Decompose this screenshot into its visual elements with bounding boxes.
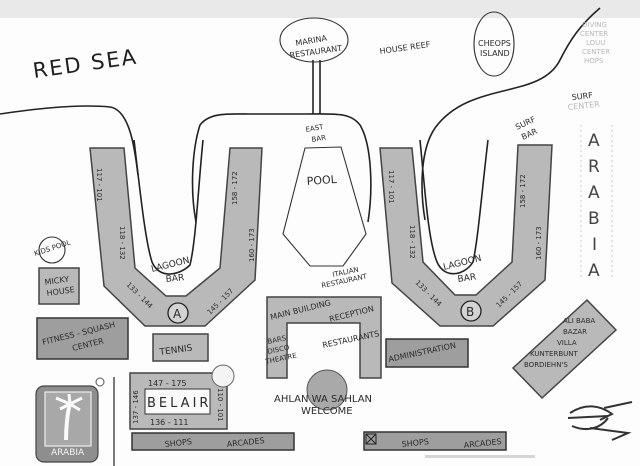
svg-text:A: A: [588, 183, 600, 203]
svg-text:BAR: BAR: [165, 273, 185, 285]
svg-text:117 - 101: 117 - 101: [387, 170, 395, 204]
diving-center[interactable]: DIVING CENTER LOUU CENTER HOPS: [580, 21, 610, 65]
svg-text:118 - 132: 118 - 132: [408, 225, 416, 259]
svg-text:LAGOON: LAGOON: [150, 256, 190, 275]
svg-text:ALI BABA: ALI BABA: [563, 317, 595, 325]
svg-text:CENTER: CENTER: [567, 100, 600, 112]
lagoon-a-outline: [133, 139, 204, 275]
sun-icon: [95, 377, 105, 387]
svg-text:ISLAND: ISLAND: [480, 49, 510, 58]
svg-text:158 - 172: 158 - 172: [519, 174, 527, 208]
svg-text:B: B: [588, 209, 600, 229]
svg-text:ARABIA: ARABIA: [51, 448, 85, 458]
shops-arcades-right[interactable]: SHOPS ARCADES: [363, 431, 507, 451]
svg-text:B: B: [466, 305, 474, 319]
arabia-logo: ARABIA: [35, 377, 105, 463]
trident-logo-icon: [567, 401, 633, 441]
administration[interactable]: ADMINISTRATION: [385, 338, 469, 368]
svg-text:A: A: [173, 307, 182, 321]
svg-text:CHEOPS: CHEOPS: [478, 39, 511, 48]
svg-text:CENTER: CENTER: [580, 30, 608, 38]
svg-text:SHOPS: SHOPS: [401, 437, 429, 449]
svg-text:R: R: [588, 157, 600, 177]
wing-b[interactable]: 117 - 101 118 - 132 133 - 144 145 - 157 …: [379, 144, 553, 327]
svg-text:WELCOME: WELCOME: [301, 406, 353, 417]
svg-text:ARCADES: ARCADES: [226, 436, 265, 449]
arabia-vertical-label: A R A B I A: [580, 125, 613, 281]
marker-b[interactable]: B: [460, 300, 482, 322]
svg-text:160 - 173: 160 - 173: [535, 226, 543, 260]
kids-pool[interactable]: KIDS POOL: [33, 236, 72, 264]
lagoon-b-outline: [419, 139, 489, 275]
wing-a[interactable]: 117 - 101 118 - 132 133 - 144 145 - 157 …: [89, 147, 263, 327]
svg-text:EAST: EAST: [305, 123, 325, 134]
svg-text:158 - 172: 158 - 172: [231, 171, 239, 205]
marker-a[interactable]: A: [167, 302, 189, 324]
svg-text:POOL: POOL: [306, 173, 338, 188]
svg-text:TENNIS: TENNIS: [158, 343, 193, 358]
svg-text:160 - 173: 160 - 173: [248, 228, 256, 262]
svg-text:136 - 111: 136 - 111: [150, 418, 189, 427]
svg-text:137 - 146: 137 - 146: [132, 390, 140, 424]
svg-text:LAGOON: LAGOON: [442, 254, 482, 273]
palm-leaves-icon: [55, 393, 83, 412]
sea-label: RED SEA: [31, 44, 139, 82]
svg-text:VILLA: VILLA: [557, 339, 577, 347]
shops-arcades-left[interactable]: SHOPS ARCADES: [131, 432, 295, 451]
tennis-court[interactable]: TENNIS: [152, 333, 209, 362]
cheops-island[interactable]: CHEOPS ISLAND: [473, 11, 515, 77]
svg-text:117 - 101: 117 - 101: [95, 168, 103, 202]
svg-text:MICKY: MICKY: [44, 275, 70, 287]
svg-text:110 - 101: 110 - 101: [216, 388, 224, 422]
svg-text:KIDS POOL: KIDS POOL: [33, 239, 72, 258]
svg-text:A: A: [588, 131, 600, 151]
house-reef-label: HOUSE REEF: [379, 40, 431, 56]
svg-text:147 - 175: 147 - 175: [148, 379, 187, 388]
svg-text:BAZAR: BAZAR: [563, 328, 587, 336]
svg-text:BORDIEHN'S: BORDIEHN'S: [524, 361, 568, 369]
svg-text:SURF: SURF: [571, 91, 593, 102]
belair-title: BELAIR: [147, 396, 211, 411]
pool[interactable]: POOL: [282, 146, 367, 267]
svg-text:BAR: BAR: [457, 272, 477, 284]
svg-text:I: I: [592, 235, 597, 255]
scan-shadow: [0, 0, 640, 18]
main-building[interactable]: MAIN BUILDING RECEPTION BARS DISCO THEAT…: [264, 296, 382, 379]
svg-text:KUNTERBUNT: KUNTERBUNT: [530, 350, 578, 358]
svg-text:BARS: BARS: [267, 334, 288, 346]
svg-text:AHLAN WA SAHLAN: AHLAN WA SAHLAN: [274, 394, 372, 405]
svg-text:A: A: [588, 261, 600, 281]
svg-text:CENTER: CENTER: [582, 48, 610, 56]
lagoon-bar-b[interactable]: LAGOON BAR: [442, 254, 482, 285]
svg-text:DIVING: DIVING: [582, 21, 607, 29]
svg-text:LOUU: LOUU: [586, 39, 605, 47]
surf-center[interactable]: SURF CENTER: [567, 91, 600, 112]
ali-baba-bazar[interactable]: ALI BABA BAZAR VILLA KUNTERBUNT BORDIEHN…: [511, 298, 618, 400]
belair[interactable]: BELAIR 147 - 175 137 - 146 110 - 101 136…: [129, 364, 235, 430]
svg-text:BAR: BAR: [311, 134, 327, 144]
marina-restaurant[interactable]: MARINA RESTAURANT: [279, 17, 349, 63]
svg-text:118 - 132: 118 - 132: [118, 226, 126, 260]
welcome-point[interactable]: AHLAN WA SAHLAN WELCOME: [274, 369, 372, 417]
svg-text:SHOPS: SHOPS: [164, 437, 192, 449]
svg-text:HOPS: HOPS: [584, 57, 604, 65]
italian-restaurant[interactable]: ITALIAN RESTAURANT: [321, 266, 369, 290]
micky-house[interactable]: MICKY HOUSE: [38, 267, 80, 305]
surf-bar[interactable]: SURF BAR: [514, 115, 539, 142]
scan-noise: [425, 455, 535, 458]
close-box-icon: [365, 433, 377, 445]
svg-text:ARCADES: ARCADES: [463, 437, 502, 450]
svg-text:HOUSE: HOUSE: [46, 285, 75, 298]
east-bar[interactable]: EAST BAR: [305, 123, 327, 144]
fitness-squash-center[interactable]: FITNESS - SQUASH CENTER: [36, 317, 129, 360]
